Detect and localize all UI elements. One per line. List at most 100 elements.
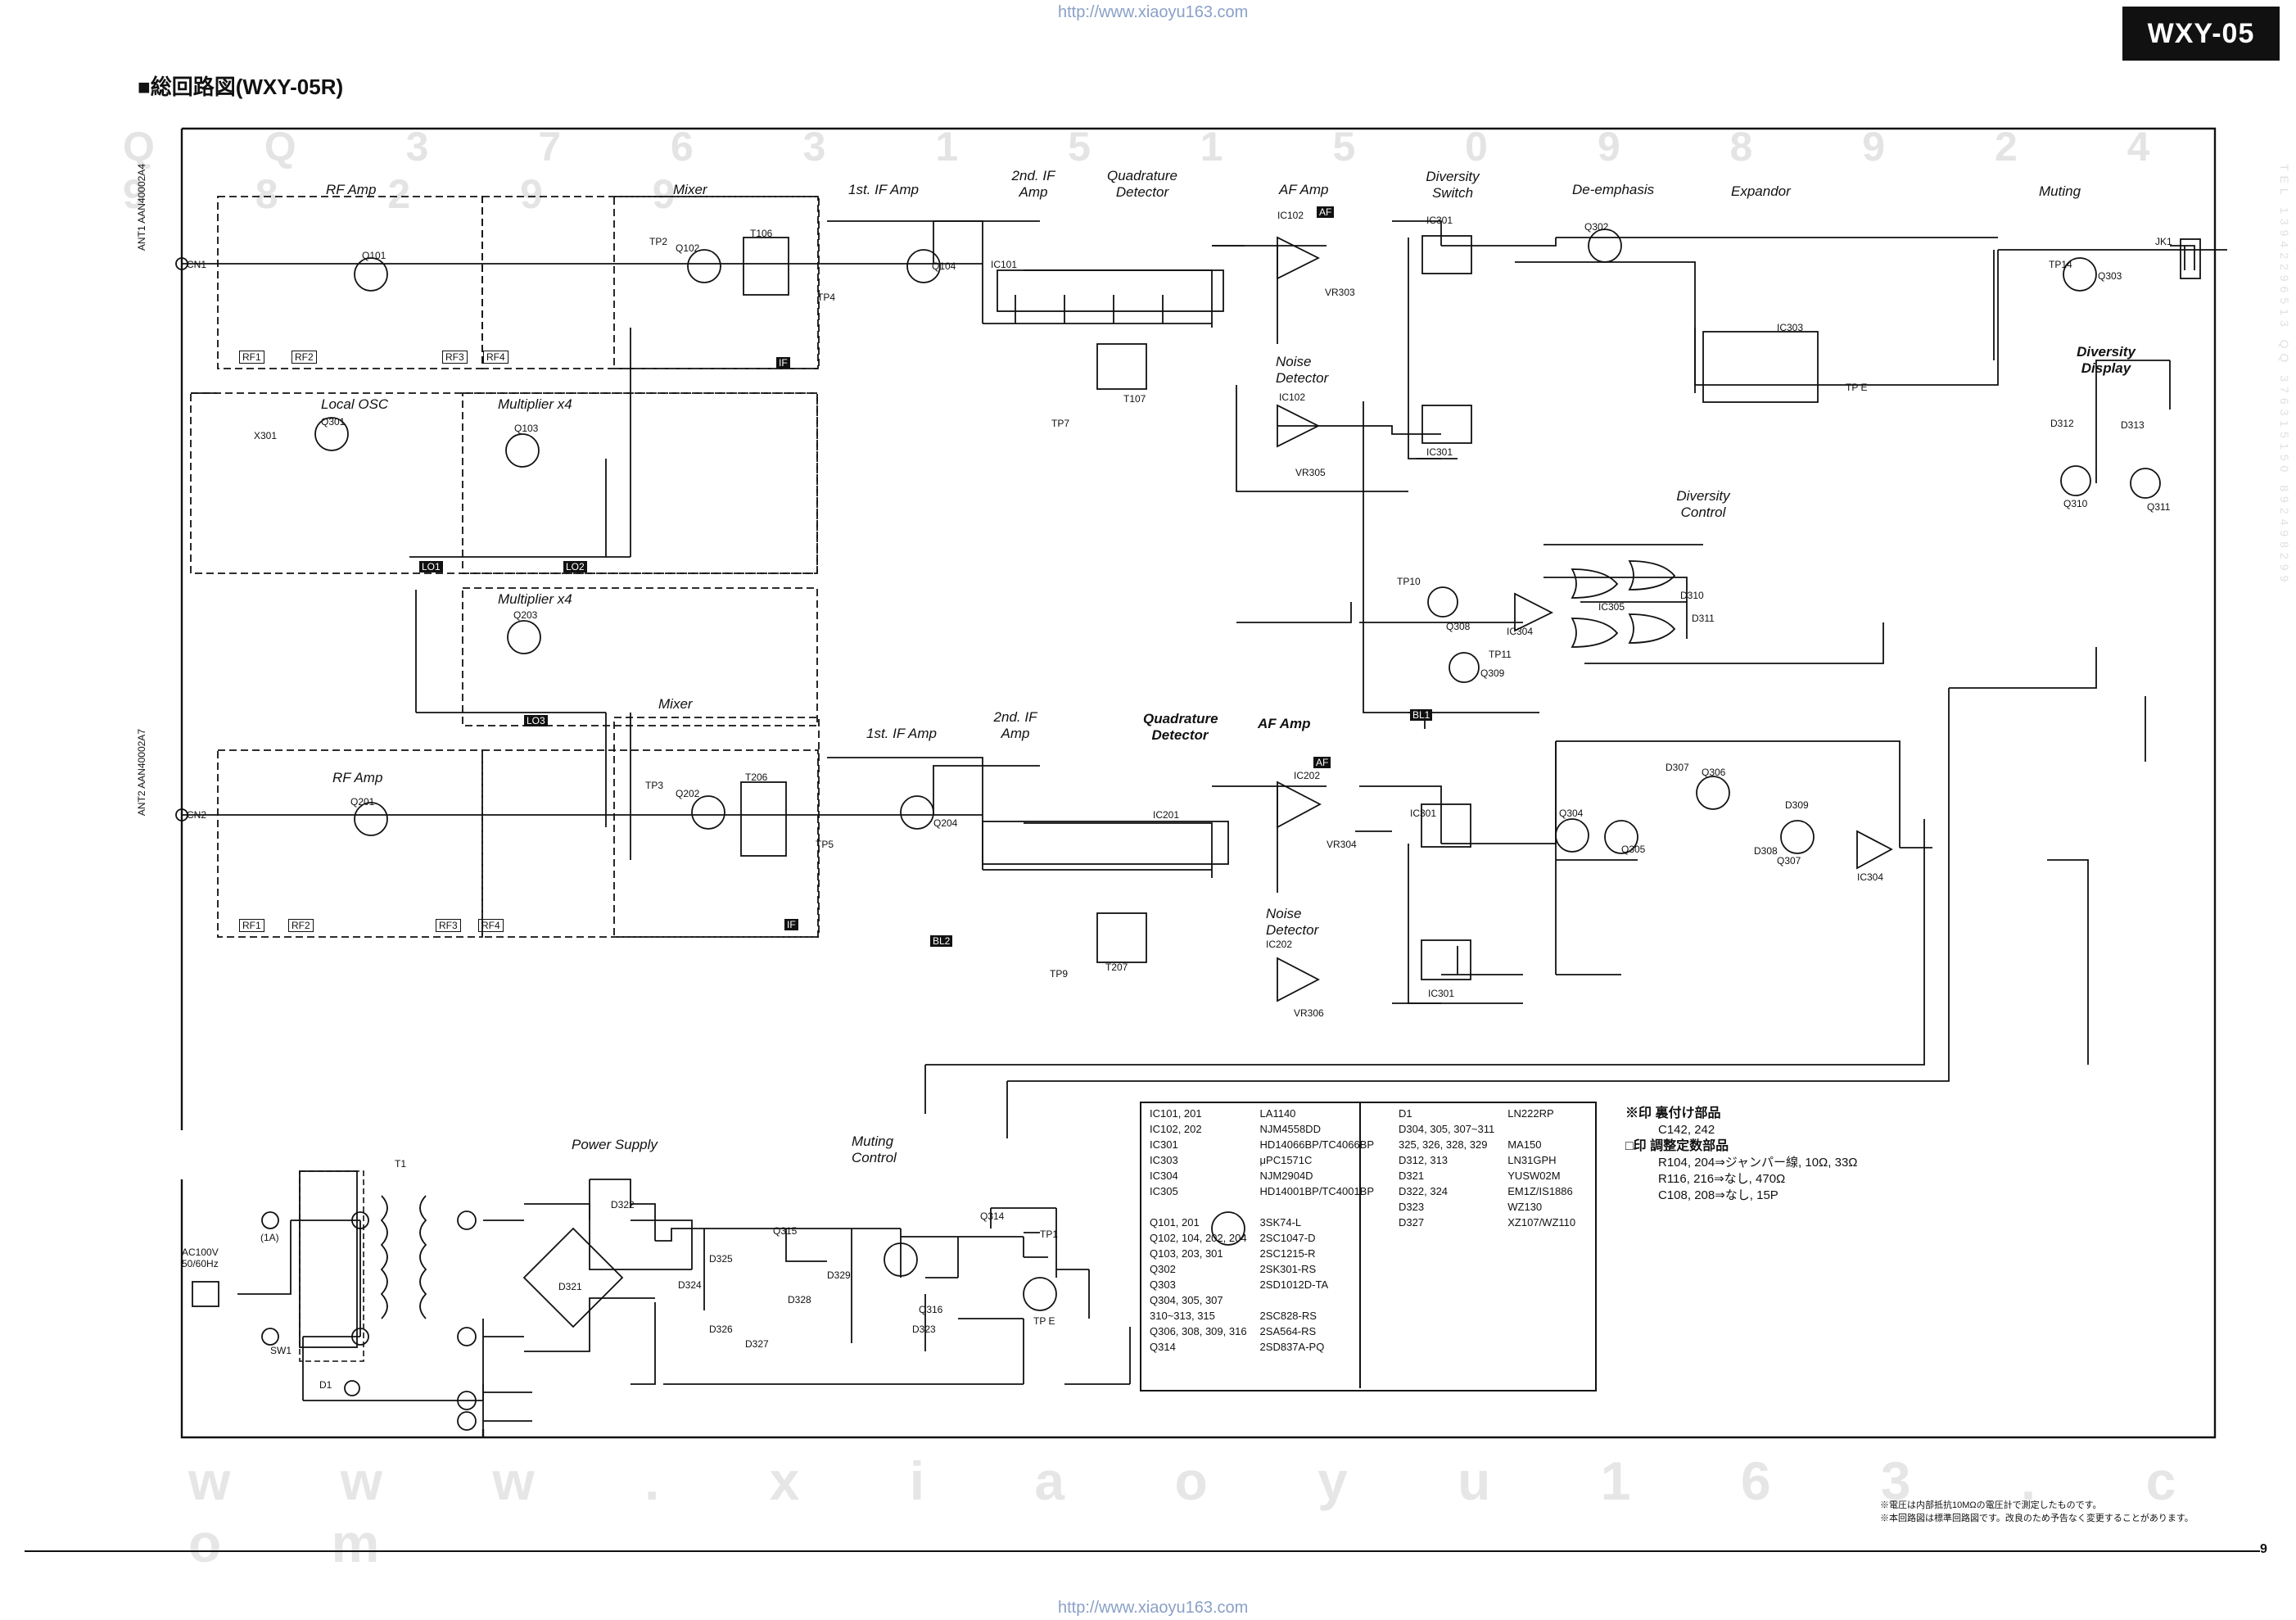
note-line-1: ※印 裏付け部品 xyxy=(1625,1106,1721,1120)
parts-cell xyxy=(1503,1292,1584,1308)
parts-cell: Q306, 308, 309, 316 xyxy=(1150,1325,1247,1337)
tp3-label: TP3 xyxy=(645,780,664,791)
label-2nd-if-1: 2nd. IF Amp xyxy=(1011,168,1055,200)
parts-cell: LA1140 xyxy=(1259,1107,1296,1120)
parts-cell: Q314 xyxy=(1150,1341,1176,1353)
bottom-url[interactable]: http://www.xiaoyu163.com xyxy=(1058,1599,1249,1617)
parts-row: Q102, 104, 202, 204 2SC1047-D xyxy=(1145,1230,1584,1246)
q303-label: Q303 xyxy=(2098,270,2122,282)
label-af-amp-2: AF Amp xyxy=(1258,716,1311,731)
q311-label: Q311 xyxy=(2147,501,2171,513)
top-url[interactable]: http://www.xiaoyu163.com xyxy=(1058,3,1249,21)
parts-cell: HD14001BP/TC4001BP xyxy=(1259,1185,1375,1197)
tp1-label: TP1 xyxy=(1040,1229,1059,1240)
parts-cell: D321 xyxy=(1399,1170,1425,1182)
label-diversity-switch: Diversity Switch xyxy=(1426,169,1480,201)
ic201-label: IC201 xyxy=(1153,809,1180,821)
parts-cell xyxy=(1255,1199,1394,1215)
q204-label: Q204 xyxy=(933,817,958,829)
d323-label: D323 xyxy=(912,1324,936,1335)
parts-cell: 2SD837A-PQ xyxy=(1259,1341,1325,1353)
notes: ※印 裏付け部品 C142, 242 □印 調整定数部品 R104, 204⇒ジ… xyxy=(1625,1106,1858,1204)
parts-cell xyxy=(1255,1292,1394,1308)
parts-row: IC305 HD14001BP/TC4001BP D322, 324 EM1Z/IS1… xyxy=(1145,1183,1584,1199)
d325-label: D325 xyxy=(709,1253,733,1265)
watermark-digits: Q Q 3 7 6 3 1 5 1 5 0 9 8 9 2 4 9 8 2 9 … xyxy=(123,124,2199,217)
note-line-5: R116, 216⇒なし, 470Ω xyxy=(1658,1172,1786,1186)
ic102-label-b: IC102 xyxy=(1279,391,1306,403)
label-noise-det-2: Noise Detector xyxy=(1266,906,1319,938)
label-multiplier-2: Multiplier x4 xyxy=(498,591,572,607)
tag-rf2-a: RF2 xyxy=(292,351,317,364)
d311-label: D311 xyxy=(1692,613,1715,624)
parts-cell: 2SC1215-R xyxy=(1259,1247,1316,1260)
cn1-label: CN1 xyxy=(187,259,207,270)
parts-cell: EM1Z/IS1886 xyxy=(1507,1185,1573,1197)
page-title: ■総回路図(WXY-05R) xyxy=(138,75,344,99)
watermark-site: w w w . x i a o y u 1 6 3 . c o m xyxy=(188,1450,2224,1573)
label-rf-amp-1: RF Amp xyxy=(326,182,377,197)
label-mixer-1: Mixer xyxy=(673,182,707,197)
parts-cell xyxy=(1394,1292,1503,1308)
label-diversity-control: Diversity Control xyxy=(1676,488,1730,520)
parts-cell: IC301 xyxy=(1150,1138,1178,1151)
d310-label: D310 xyxy=(1680,590,1704,601)
page-number: 9 xyxy=(2260,1542,2267,1556)
tag-if-b: IF xyxy=(784,919,798,930)
parts-cell: IC305 xyxy=(1150,1185,1178,1197)
parts-cell: D322, 324 xyxy=(1399,1185,1449,1197)
tag-lo3: LO3 xyxy=(524,715,548,726)
parts-cell: D1 xyxy=(1399,1107,1412,1120)
d321-label: D321 xyxy=(558,1281,582,1292)
tpe-label-top: TP E xyxy=(1846,382,1868,393)
q314-label: Q314 xyxy=(980,1210,1005,1222)
t107-label: T107 xyxy=(1123,393,1146,405)
ic304-label-a: IC304 xyxy=(1507,626,1534,637)
q306-label: Q306 xyxy=(1702,767,1726,778)
parts-row: Q302 2SK301-RS xyxy=(1145,1261,1584,1277)
q104-label: Q104 xyxy=(932,260,956,272)
tp11-label: TP11 xyxy=(1489,649,1512,660)
d322-label: D322 xyxy=(611,1199,635,1210)
fuse-label: (1A) xyxy=(260,1232,279,1243)
parts-cell: 2SC1047-D xyxy=(1259,1232,1316,1244)
parts-cell xyxy=(1394,1339,1503,1355)
tag-rf2-b: RF2 xyxy=(288,919,314,932)
parts-cell: Q102, 104, 202, 204 xyxy=(1150,1232,1247,1244)
parts-cell: XZ107/WZ110 xyxy=(1507,1216,1576,1229)
t106-label: T106 xyxy=(750,228,773,239)
parts-cell: IC304 xyxy=(1150,1170,1178,1182)
parts-cell xyxy=(1503,1121,1584,1137)
parts-cell: 2SK301-RS xyxy=(1259,1263,1317,1275)
parts-cell: 2SD1012D-TA xyxy=(1259,1278,1329,1291)
parts-cell: YUSW02M xyxy=(1507,1170,1561,1182)
d329-label: D329 xyxy=(827,1269,851,1281)
vr303-label: VR303 xyxy=(1325,287,1355,298)
parts-cell: Q302 xyxy=(1150,1263,1176,1275)
d307-label: D307 xyxy=(1666,762,1689,773)
d309-label: D309 xyxy=(1785,799,1809,811)
ic305-label: IC305 xyxy=(1598,601,1625,613)
label-muting: Muting xyxy=(2039,183,2081,199)
label-de-emphasis: De-emphasis xyxy=(1572,182,1655,197)
parts-cell xyxy=(1394,1246,1503,1261)
q102-label: Q102 xyxy=(676,242,700,254)
tag-rf1-a: RF1 xyxy=(239,351,264,364)
parts-cell: 2SC828-RS xyxy=(1259,1310,1317,1322)
parts-cell xyxy=(1503,1339,1584,1355)
parts-cell: LN31GPH xyxy=(1507,1154,1557,1166)
parts-cell: D304, 305, 307~311 xyxy=(1399,1123,1495,1135)
ac-label: AC100V 50/60Hz xyxy=(182,1247,219,1269)
label-1st-if-1: 1st. IF Amp xyxy=(848,182,919,197)
parts-cell: 310~313, 315 xyxy=(1150,1310,1215,1322)
label-multiplier-1: Multiplier x4 xyxy=(498,396,572,412)
parts-cell: 325, 326, 328, 329 xyxy=(1399,1138,1488,1151)
parts-cell xyxy=(1503,1308,1584,1324)
